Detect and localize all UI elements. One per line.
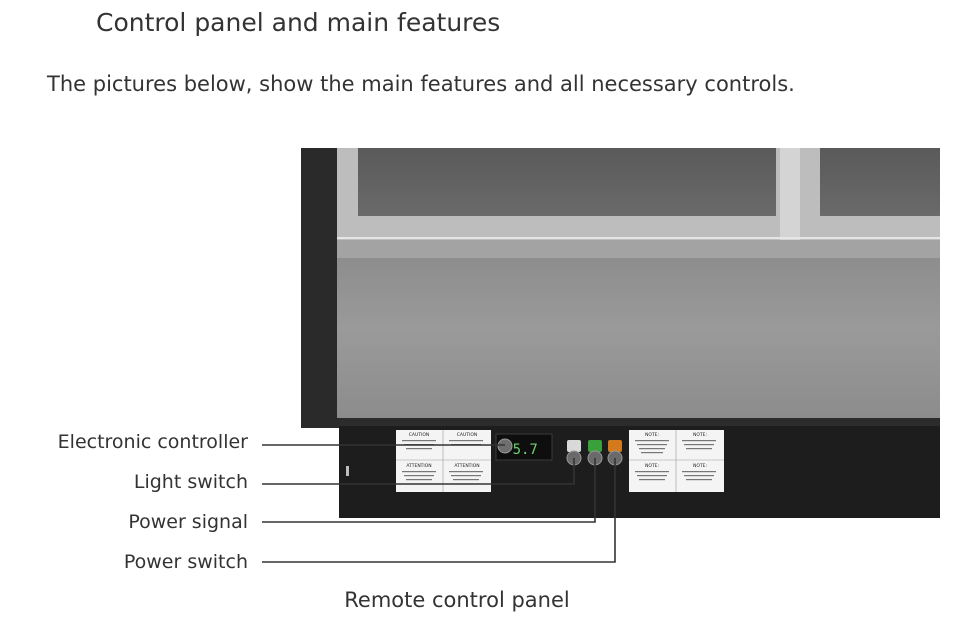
- leader-power-switch: [262, 458, 616, 563]
- sticker-caution-1: CAUTION: [409, 432, 430, 438]
- door-glass-left: [358, 148, 776, 216]
- sticker-note-1: NOTE:: [645, 432, 659, 438]
- callout-electronic-controller: Electronic controller: [57, 431, 248, 453]
- sticker-note-2: NOTE:: [693, 432, 707, 438]
- light-switch-body: [567, 440, 581, 452]
- sticker-attention-2: ATTENTION: [454, 463, 479, 469]
- power-switch-body: [608, 440, 622, 452]
- page-heading: Control panel and main features: [96, 8, 501, 37]
- figure-caption-text: Remote control panel: [344, 588, 570, 612]
- sticker-caution-2: CAUTION: [457, 432, 478, 438]
- callout-power-signal: Power signal: [128, 511, 248, 533]
- figure-caption: Remote control panel: [0, 588, 914, 612]
- callout-light-switch: Light switch: [133, 471, 248, 493]
- callout-power-switch: Power switch: [123, 551, 248, 573]
- power-signal-body: [588, 440, 602, 452]
- warning-sticker-right: [629, 430, 724, 492]
- fridge-drawing: CAUTION CAUTION ATTENTION ATTENTION -5.7…: [262, 148, 940, 563]
- leader-light-switch: [262, 458, 575, 485]
- sticker-attention-1: ATTENTION: [406, 463, 431, 469]
- sticker-note-3: NOTE:: [645, 463, 659, 469]
- leader-lines: [262, 444, 616, 563]
- warning-sticker-left: [396, 430, 491, 492]
- leader-power-signal: [262, 458, 596, 523]
- cabinet-front: [337, 240, 940, 418]
- door-glass-right: [820, 148, 940, 216]
- sticker-note-4: NOTE:: [693, 463, 707, 469]
- controller-readout: -5.7: [504, 442, 538, 458]
- side-panel: [301, 148, 339, 428]
- fridge-illustration: CAUTION CAUTION ATTENTION ATTENTION -5.7…: [0, 140, 962, 580]
- intro-text: The pictures below, show the main featur…: [47, 72, 795, 96]
